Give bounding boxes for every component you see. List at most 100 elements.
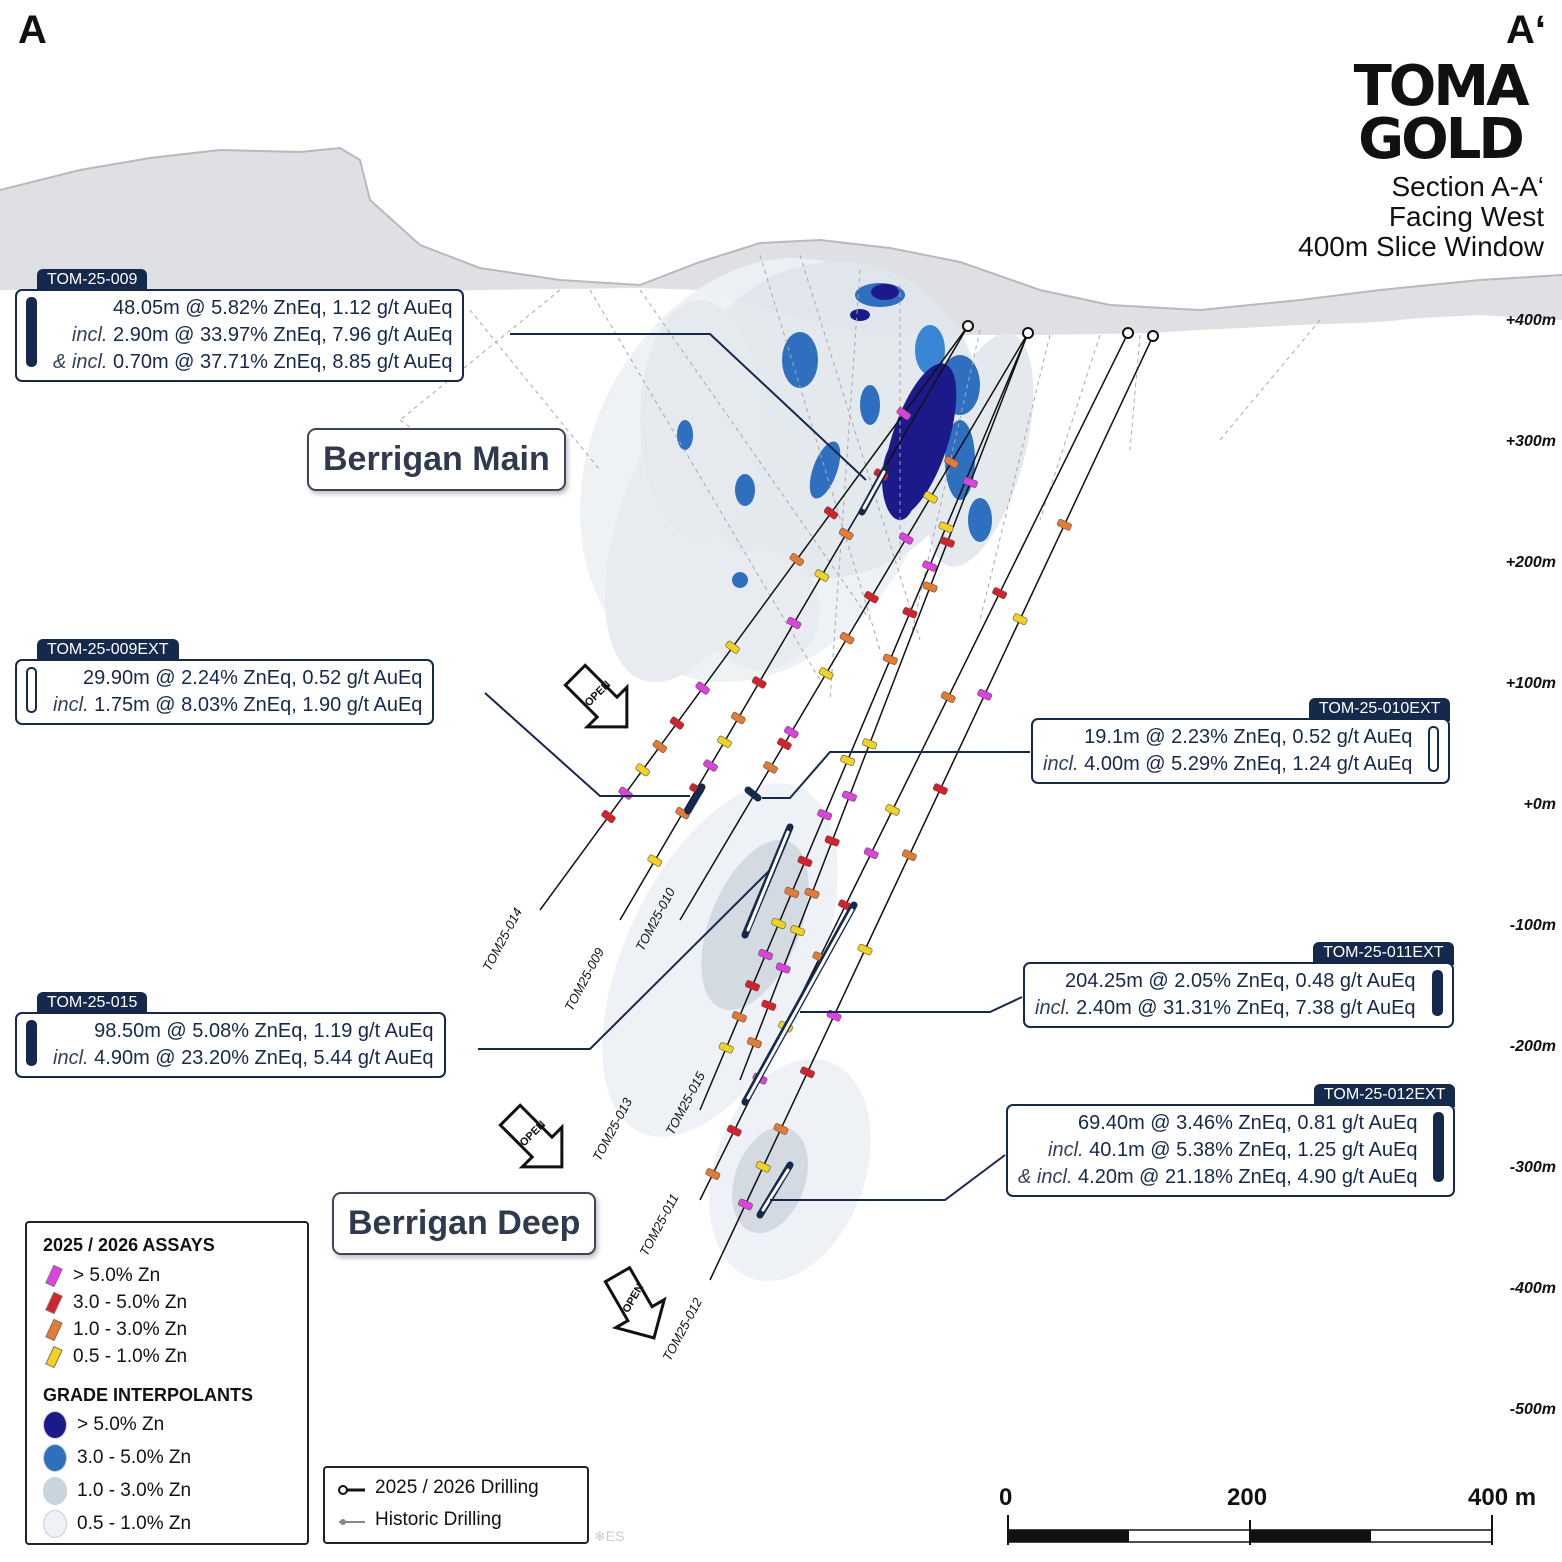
- assay-interval: [838, 527, 854, 541]
- interval-bar-icon: [26, 1020, 37, 1066]
- callout-tag: TOM-25-011EXT: [1313, 942, 1454, 965]
- assay-interval: [804, 887, 820, 899]
- topography-surface: [0, 146, 1562, 335]
- assay-interval: [977, 688, 993, 701]
- assay-interval: [940, 691, 956, 703]
- intercept-value: 29.90m @ 2.24% ZnEq, 0.52 g/t AuEq: [83, 667, 423, 689]
- intercept-value: 2.40m @ 31.31% ZnEq, 7.38 g/t AuEq: [1076, 997, 1416, 1019]
- callout-tom-25-012ext: TOM-25-012EXT 69.40m @ 3.46% ZnEq, 0.81 …: [1006, 1084, 1456, 1197]
- callout-tom-25-015: TOM-25-015 98.50m @ 5.08% ZnEq, 1.19 g/t…: [15, 992, 446, 1078]
- collar-markers: [962, 320, 1159, 342]
- assay-interval: [863, 847, 879, 860]
- intercept-prefix: incl.: [1035, 997, 1071, 1019]
- callout-tom-25-009ext: TOM-25-009EXT 29.90m @ 2.24% ZnEq, 0.52 …: [15, 639, 435, 725]
- scale-label-400: 400 m: [1468, 1484, 1537, 1511]
- interpolant-swatch-icon: [43, 1477, 67, 1505]
- intercept-value: 0.70m @ 37.71% ZnEq, 8.85 g/t AuEq: [113, 351, 453, 373]
- section-facing: Facing West: [1388, 201, 1544, 233]
- assay-interval: [773, 1123, 789, 1135]
- section-name: Section A-A‘: [1391, 171, 1544, 202]
- legend-label: 3.0 - 5.0% Zn: [77, 1447, 192, 1469]
- assay-interval: [1012, 613, 1028, 625]
- section-end-label: A‘: [1506, 8, 1546, 52]
- intercept-prefix: incl.: [53, 694, 89, 716]
- legend-label: 0.5 - 1.0% Zn: [77, 1513, 192, 1535]
- assay-interval: [761, 999, 777, 1011]
- assay-interval: [718, 1042, 734, 1054]
- assay-interval: [818, 667, 834, 680]
- callout-tom-25-010ext: TOM-25-010EXT 19.1m @ 2.23% ZnEq, 0.52 g…: [1031, 698, 1451, 784]
- open-arrow-main: [563, 663, 629, 729]
- elevation-label: -500m: [1509, 1401, 1556, 1418]
- assay-interval: [864, 591, 879, 604]
- intercept-line: & incl. 0.70m @ 37.71% ZnEq, 8.85 g/t Au…: [53, 349, 452, 376]
- elevation-label: +100m: [1505, 675, 1556, 692]
- assay-interval: [703, 759, 718, 772]
- legend-item: 1.0 - 3.0% Zn: [43, 1477, 191, 1505]
- assay-interval: [725, 640, 740, 654]
- assay-interval: [751, 676, 767, 689]
- deposit-label-deep: Berrigan Deep: [332, 1192, 597, 1255]
- intercept-prefix: & incl.: [53, 351, 108, 373]
- callout-tag: TOM-25-009EXT: [37, 639, 179, 662]
- legend-item: > 5.0% Zn: [43, 1264, 160, 1288]
- legend-label: 1.0 - 3.0% Zn: [73, 1319, 188, 1340]
- assay-interval: [601, 810, 616, 824]
- assay-interval: [786, 616, 802, 630]
- intercept-line: 69.40m @ 3.46% ZnEq, 0.81 g/t AuEq: [1018, 1110, 1417, 1137]
- assay-interval: [618, 786, 633, 800]
- interval-bar-icon: [26, 667, 37, 713]
- interpolant-swatch-icon: [43, 1510, 67, 1538]
- callout-tom-25-009: TOM-25-009 48.05m @ 5.82% ZnEq, 1.12 g/t…: [15, 269, 465, 382]
- assay-interval: [840, 754, 856, 766]
- intercept-line: & incl. 4.20m @ 21.18% ZnEq, 4.90 g/t Au…: [1018, 1164, 1417, 1191]
- assay-interval: [885, 803, 901, 816]
- assay-interval: [695, 681, 710, 695]
- legend-label: > 5.0% Zn: [77, 1414, 165, 1436]
- assay-interval: [789, 553, 805, 567]
- logo-line-1: TOMA: [1353, 54, 1530, 119]
- assay-interval: [730, 711, 746, 725]
- credit-mark: ❄ES: [594, 1528, 625, 1544]
- elevation-label: +300m: [1505, 433, 1556, 450]
- elevation-label: +200m: [1505, 554, 1556, 571]
- deep-envelope-shells: [602, 783, 871, 1282]
- legend-new-drilling: 2025 / 2026 Drilling: [375, 1477, 539, 1498]
- intercept-value: 1.75m @ 8.03% ZnEq, 1.90 g/t AuEq: [94, 694, 423, 716]
- legend-label: 0.5 - 1.0% Zn: [73, 1346, 188, 1367]
- assay-interval: [726, 1124, 742, 1137]
- intercept-line: 48.05m @ 5.82% ZnEq, 1.12 g/t AuEq: [53, 295, 452, 322]
- intercept-line: 29.90m @ 2.24% ZnEq, 0.52 g/t AuEq: [53, 665, 422, 692]
- assay-interval: [758, 948, 774, 961]
- legend-item: 3.0 - 5.0% Zn: [43, 1444, 191, 1472]
- legend-item: > 5.0% Zn: [43, 1411, 164, 1439]
- assay-intervals: [601, 407, 1072, 1211]
- intercept-value: 48.05m @ 5.82% ZnEq, 1.12 g/t AuEq: [113, 297, 453, 319]
- deposit-label-main: Berrigan Main: [307, 428, 566, 491]
- section-window: 400m Slice Window: [1298, 231, 1544, 263]
- intercept-line: 19.1m @ 2.23% ZnEq, 0.52 g/t AuEq: [1043, 724, 1412, 751]
- legend-item: 0.5 - 1.0% Zn: [43, 1510, 191, 1538]
- callout-tom-25-011ext: TOM-25-011EXT 204.25m @ 2.05% ZnEq, 0.48…: [1023, 942, 1454, 1028]
- open-arrows: [498, 663, 667, 1340]
- legend-item: 0.5 - 1.0% Zn: [43, 1345, 188, 1369]
- assay-swatch-icon: [45, 1291, 63, 1315]
- assay-interval: [737, 1198, 753, 1211]
- elevation-label: -200m: [1509, 1038, 1556, 1055]
- assay-interval: [922, 581, 938, 593]
- legend-item: 1.0 - 3.0% Zn: [43, 1318, 188, 1342]
- interval-bar-icon: [1428, 726, 1440, 772]
- elevation-label: +0m: [1523, 796, 1556, 813]
- intercept-line: incl. 2.90m @ 33.97% ZnEq, 7.96 g/t AuEq: [53, 322, 453, 349]
- intercept-value: 4.00m @ 5.29% ZnEq, 1.24 g/t AuEq: [1084, 753, 1413, 775]
- section-info: Section A-A‘ Facing West 400m Slice Wind…: [1298, 171, 1544, 263]
- assay-interval: [896, 407, 912, 421]
- elevation-label: -400m: [1509, 1280, 1556, 1297]
- callout-box: 48.05m @ 5.82% ZnEq, 1.12 g/t AuEq incl. …: [15, 289, 465, 382]
- callout-tag: TOM-25-010EXT: [1308, 698, 1451, 721]
- callout-tag: TOM-25-009: [37, 269, 148, 292]
- assay-interval: [939, 536, 955, 548]
